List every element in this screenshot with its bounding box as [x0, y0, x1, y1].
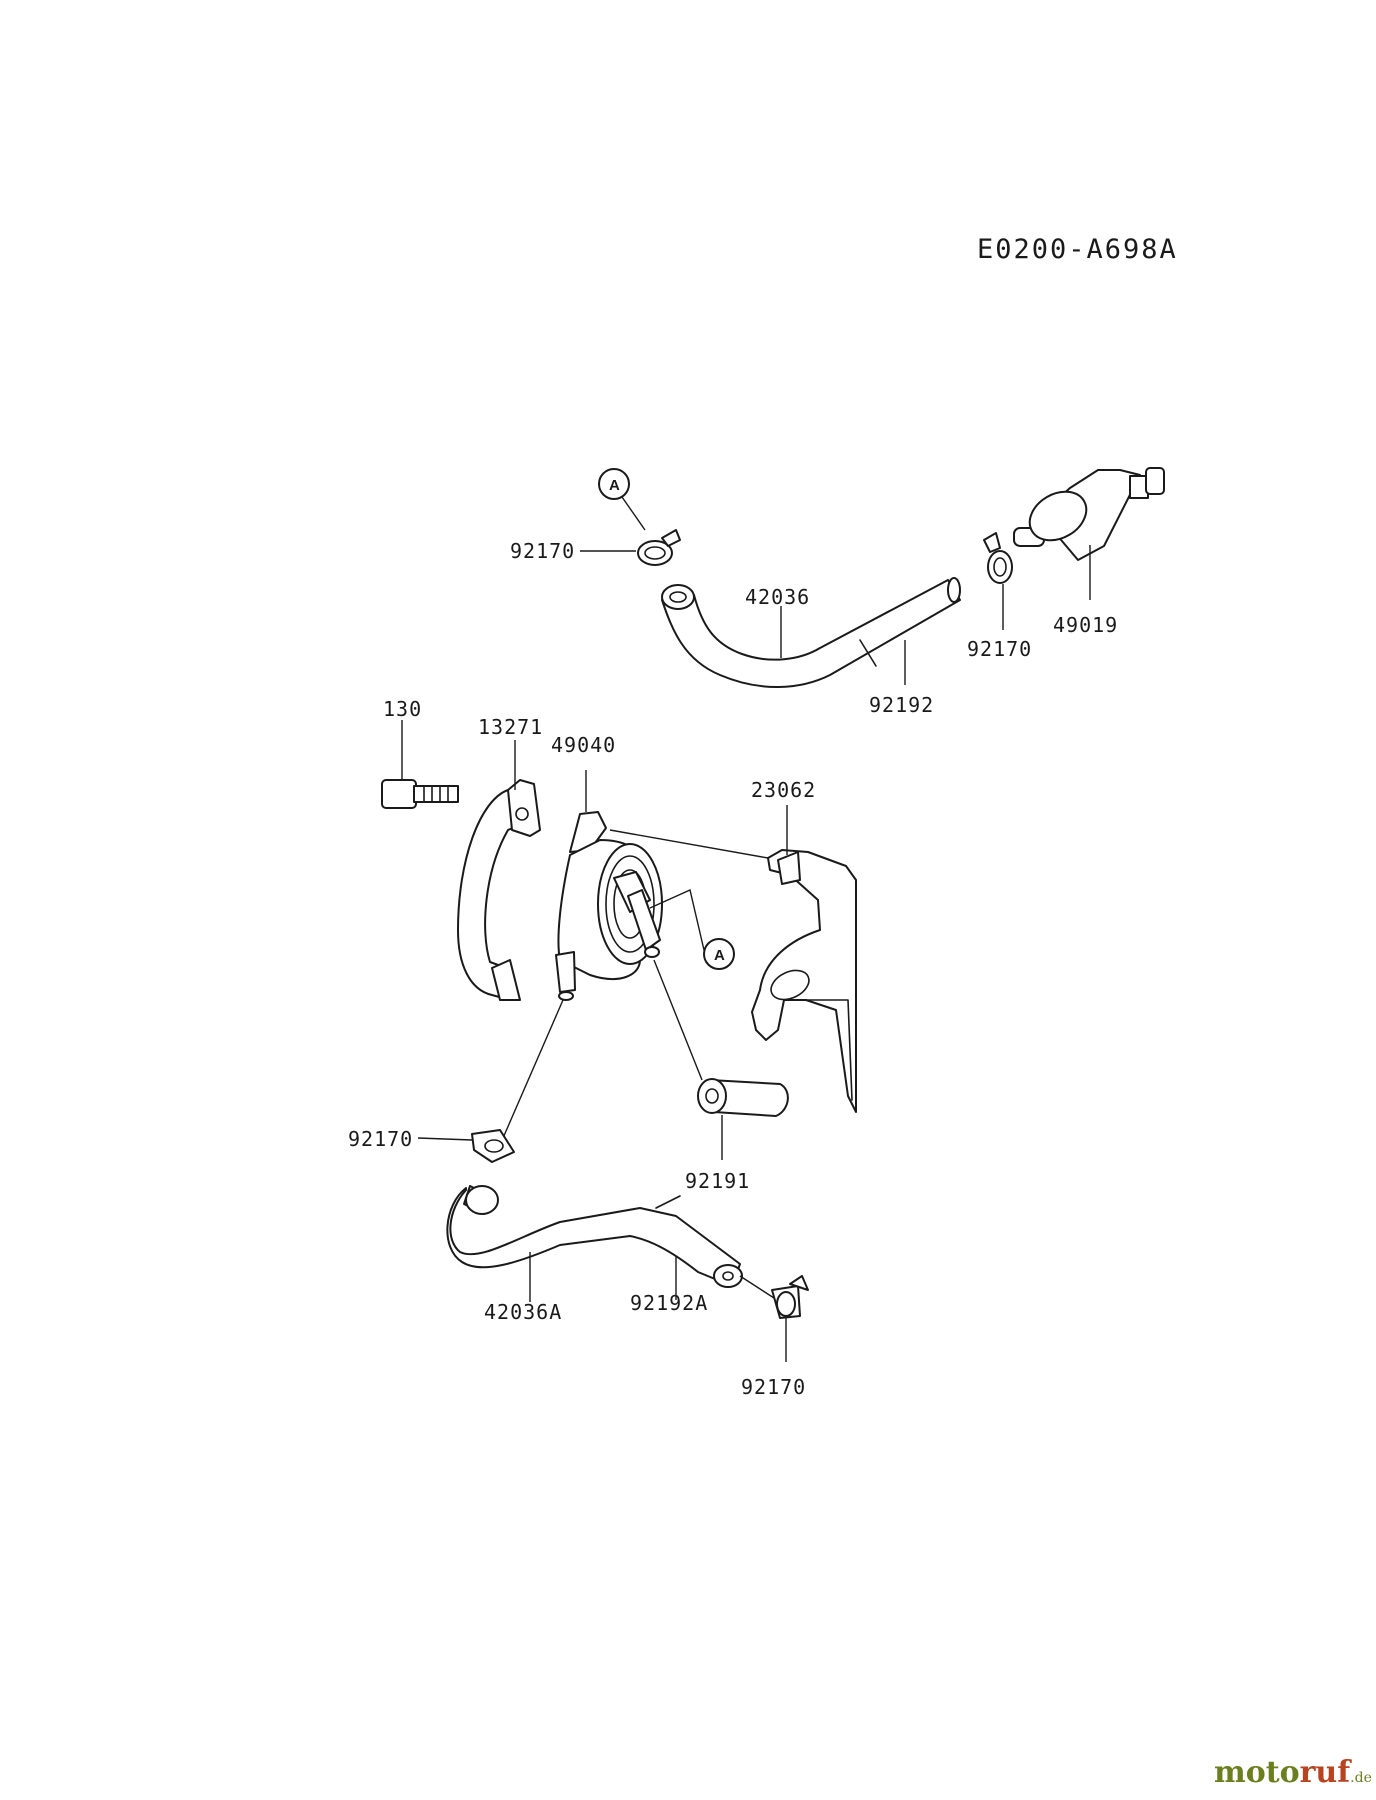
bracket-13271[interactable] [457, 779, 541, 1001]
svg-text:A: A [609, 477, 620, 494]
fuel-hose-92191[interactable] [697, 1078, 789, 1117]
label-92191: 92191 [685, 1169, 750, 1193]
label-49040: 49040 [551, 733, 616, 757]
label-92192a: 92192A [630, 1291, 708, 1315]
hose-clamp-bottom[interactable] [771, 1275, 809, 1319]
reference-marker-a-middle: A [649, 889, 735, 970]
bolt-130[interactable] [381, 779, 459, 809]
label-42036: 42036 [745, 585, 810, 609]
fuel-hose-42036a[interactable] [446, 1185, 743, 1288]
label-92170-right: 92170 [967, 637, 1032, 661]
svg-text:motoruf.de: motoruf.de [1214, 1755, 1372, 1790]
label-92170-bottom: 92170 [741, 1375, 806, 1399]
fuel-hose-42036[interactable] [661, 577, 961, 688]
label-49019: 49019 [1053, 613, 1118, 637]
hose-clamp-top[interactable] [637, 529, 681, 566]
reference-marker-a-top: A [598, 468, 646, 531]
hose-clamp-right[interactable] [983, 532, 1013, 584]
label-42036a: 42036A [484, 1300, 562, 1324]
label-23062: 23062 [751, 778, 816, 802]
label-92170-top: 92170 [510, 539, 575, 563]
fuel-pump-49040[interactable] [555, 811, 663, 1001]
bracket-23062[interactable] [751, 849, 857, 1113]
watermark-logo: motoruf.de [1214, 1755, 1372, 1790]
label-13271: 13271 [478, 715, 543, 739]
diagram-code: E0200-A698A [977, 234, 1178, 265]
label-92192: 92192 [869, 693, 934, 717]
svg-text:A: A [714, 947, 725, 964]
label-92170-left: 92170 [348, 1127, 413, 1151]
fuel-filter-49019[interactable] [1013, 467, 1165, 561]
hose-clamp-left[interactable] [471, 1129, 515, 1163]
label-130: 130 [383, 697, 422, 721]
